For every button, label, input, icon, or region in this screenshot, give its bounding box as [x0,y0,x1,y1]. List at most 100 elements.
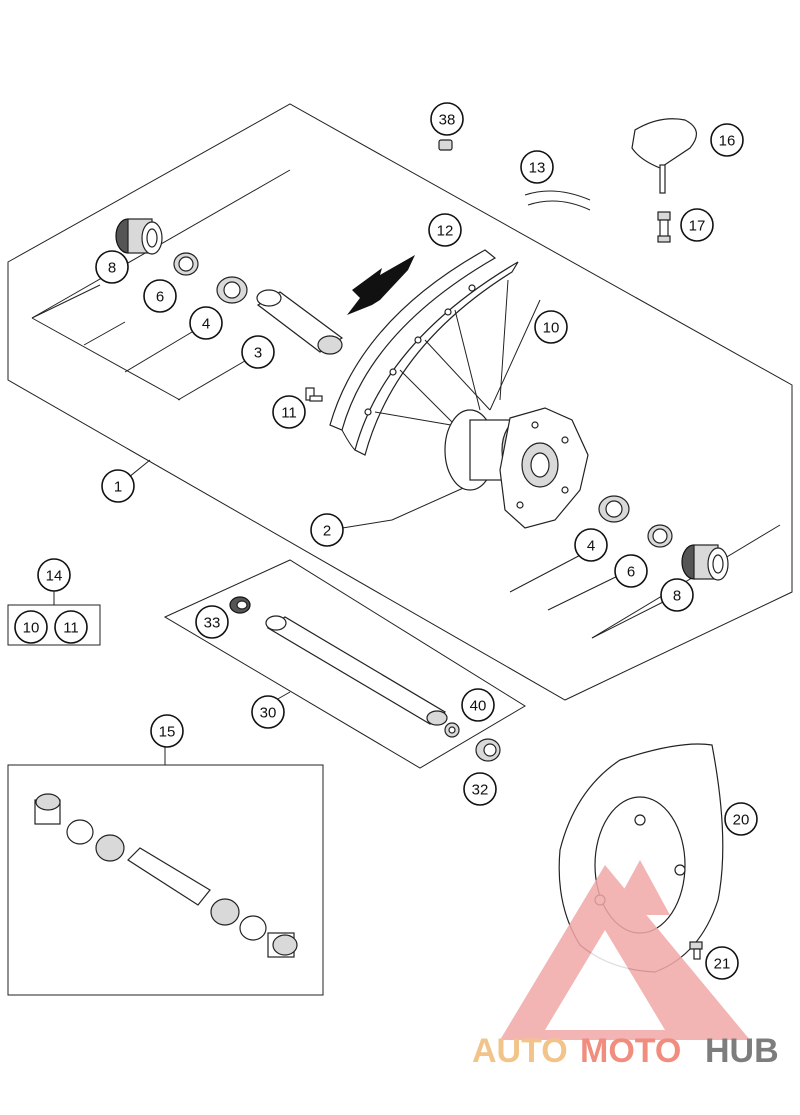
callout-label: 38 [439,112,456,129]
callout-circle [37,558,71,592]
rim-tape-13 [524,190,591,211]
axle-30 [265,615,448,726]
callout-circle [95,250,129,284]
callout-label: 3 [254,345,262,362]
callout-label: 30 [260,705,277,722]
callout-circle [272,395,306,429]
bearing-seal-8-right [681,544,729,581]
nipple-11 [305,387,323,402]
nut-32 [475,738,501,762]
callout-10: 10 [534,310,568,344]
spacer-ring-6-right [647,524,673,548]
screw-21 [689,941,703,960]
callout-label: 16 [719,133,736,150]
callout-label: 6 [156,289,164,306]
bearing-4-right [598,495,630,523]
cap-38 [438,139,453,151]
callout-3: 3 [241,335,275,369]
rotation-arrow [347,255,415,315]
callout-circle [143,279,177,313]
callout-circle [574,528,608,562]
callout-label: 6 [627,564,635,581]
axle-frame-30 [163,559,526,769]
callout-11: 11 [272,395,306,429]
callout-circle [101,469,135,503]
callout-circle [14,610,48,644]
callout-circle [150,714,184,748]
callout-14: 14 [37,558,71,592]
callout-circle [461,688,495,722]
callout-label: 12 [437,223,454,240]
callout-circle [251,695,285,729]
callout-circle [241,335,275,369]
callout-circle [463,772,497,806]
callout-label: 11 [63,620,79,637]
callout-circle [54,610,88,644]
callout-label: 10 [23,620,40,637]
callout-12: 12 [428,213,462,247]
callout-circle [660,578,694,612]
callout-label: 33 [204,615,221,632]
spacer-ring-6-left [173,252,199,276]
callout-15: 15 [150,714,184,748]
callout-circle [680,208,714,242]
callout-circle [195,605,229,639]
watermark-logo [500,860,750,1040]
callout-label: 11 [281,405,297,422]
wheel-hub-2 [444,407,589,529]
callout-circle [189,306,223,340]
callout-circle [520,150,554,184]
callout-label: 1 [114,479,122,496]
callout-circle [724,802,758,836]
assembly-frame-1 [7,103,793,701]
valve-16 [631,118,697,194]
callout-6: 6 [143,279,177,313]
spacer-tube-3 [256,289,344,355]
callout-6: 6 [614,554,648,588]
callout-label: 10 [543,320,560,337]
callout-circle [614,554,648,588]
bearing-4-left [216,276,248,304]
callout-2: 2 [310,513,344,547]
callout-8: 8 [95,250,129,284]
watermark-text-auto: AUTO [472,1032,568,1070]
callout-20: 20 [724,802,758,836]
callout-label: 40 [470,698,487,715]
callout-label: 4 [202,316,210,333]
callout-40: 40 [461,688,495,722]
callout-33: 33 [195,605,229,639]
callout-13: 13 [520,150,554,184]
callout-label: 21 [714,956,731,973]
callout-label: 8 [673,588,681,605]
callout-38: 38 [430,102,464,136]
callout-label: 14 [46,568,63,585]
callout-label: 4 [587,538,595,555]
callout-circle [534,310,568,344]
callout-circle [705,946,739,980]
callout-4: 4 [574,528,608,562]
wheel-rim [329,249,519,456]
callout-circle [310,513,344,547]
callout-label: 8 [108,260,116,277]
callout-8: 8 [660,578,694,612]
bearing-seal-8-left [115,218,163,255]
callout-21: 21 [705,946,739,980]
callout-17: 17 [680,208,714,242]
callout-16: 16 [710,123,744,157]
washer-40 [444,722,460,738]
callout-label: 32 [472,782,489,799]
callout-1: 1 [101,469,135,503]
callout-30: 30 [251,695,285,729]
callout-label: 13 [529,160,546,177]
callout-label: 20 [733,812,750,829]
callout-label: 17 [689,218,706,235]
callout-11: 11 [54,610,88,644]
callout-circle [430,102,464,136]
callout-label: 2 [323,523,331,540]
valve-nut-17 [657,211,671,243]
set-15-parts [34,793,298,958]
spacer-33 [229,596,251,614]
callout-circle [428,213,462,247]
callout-10: 10 [14,610,48,644]
callout-circle [710,123,744,157]
